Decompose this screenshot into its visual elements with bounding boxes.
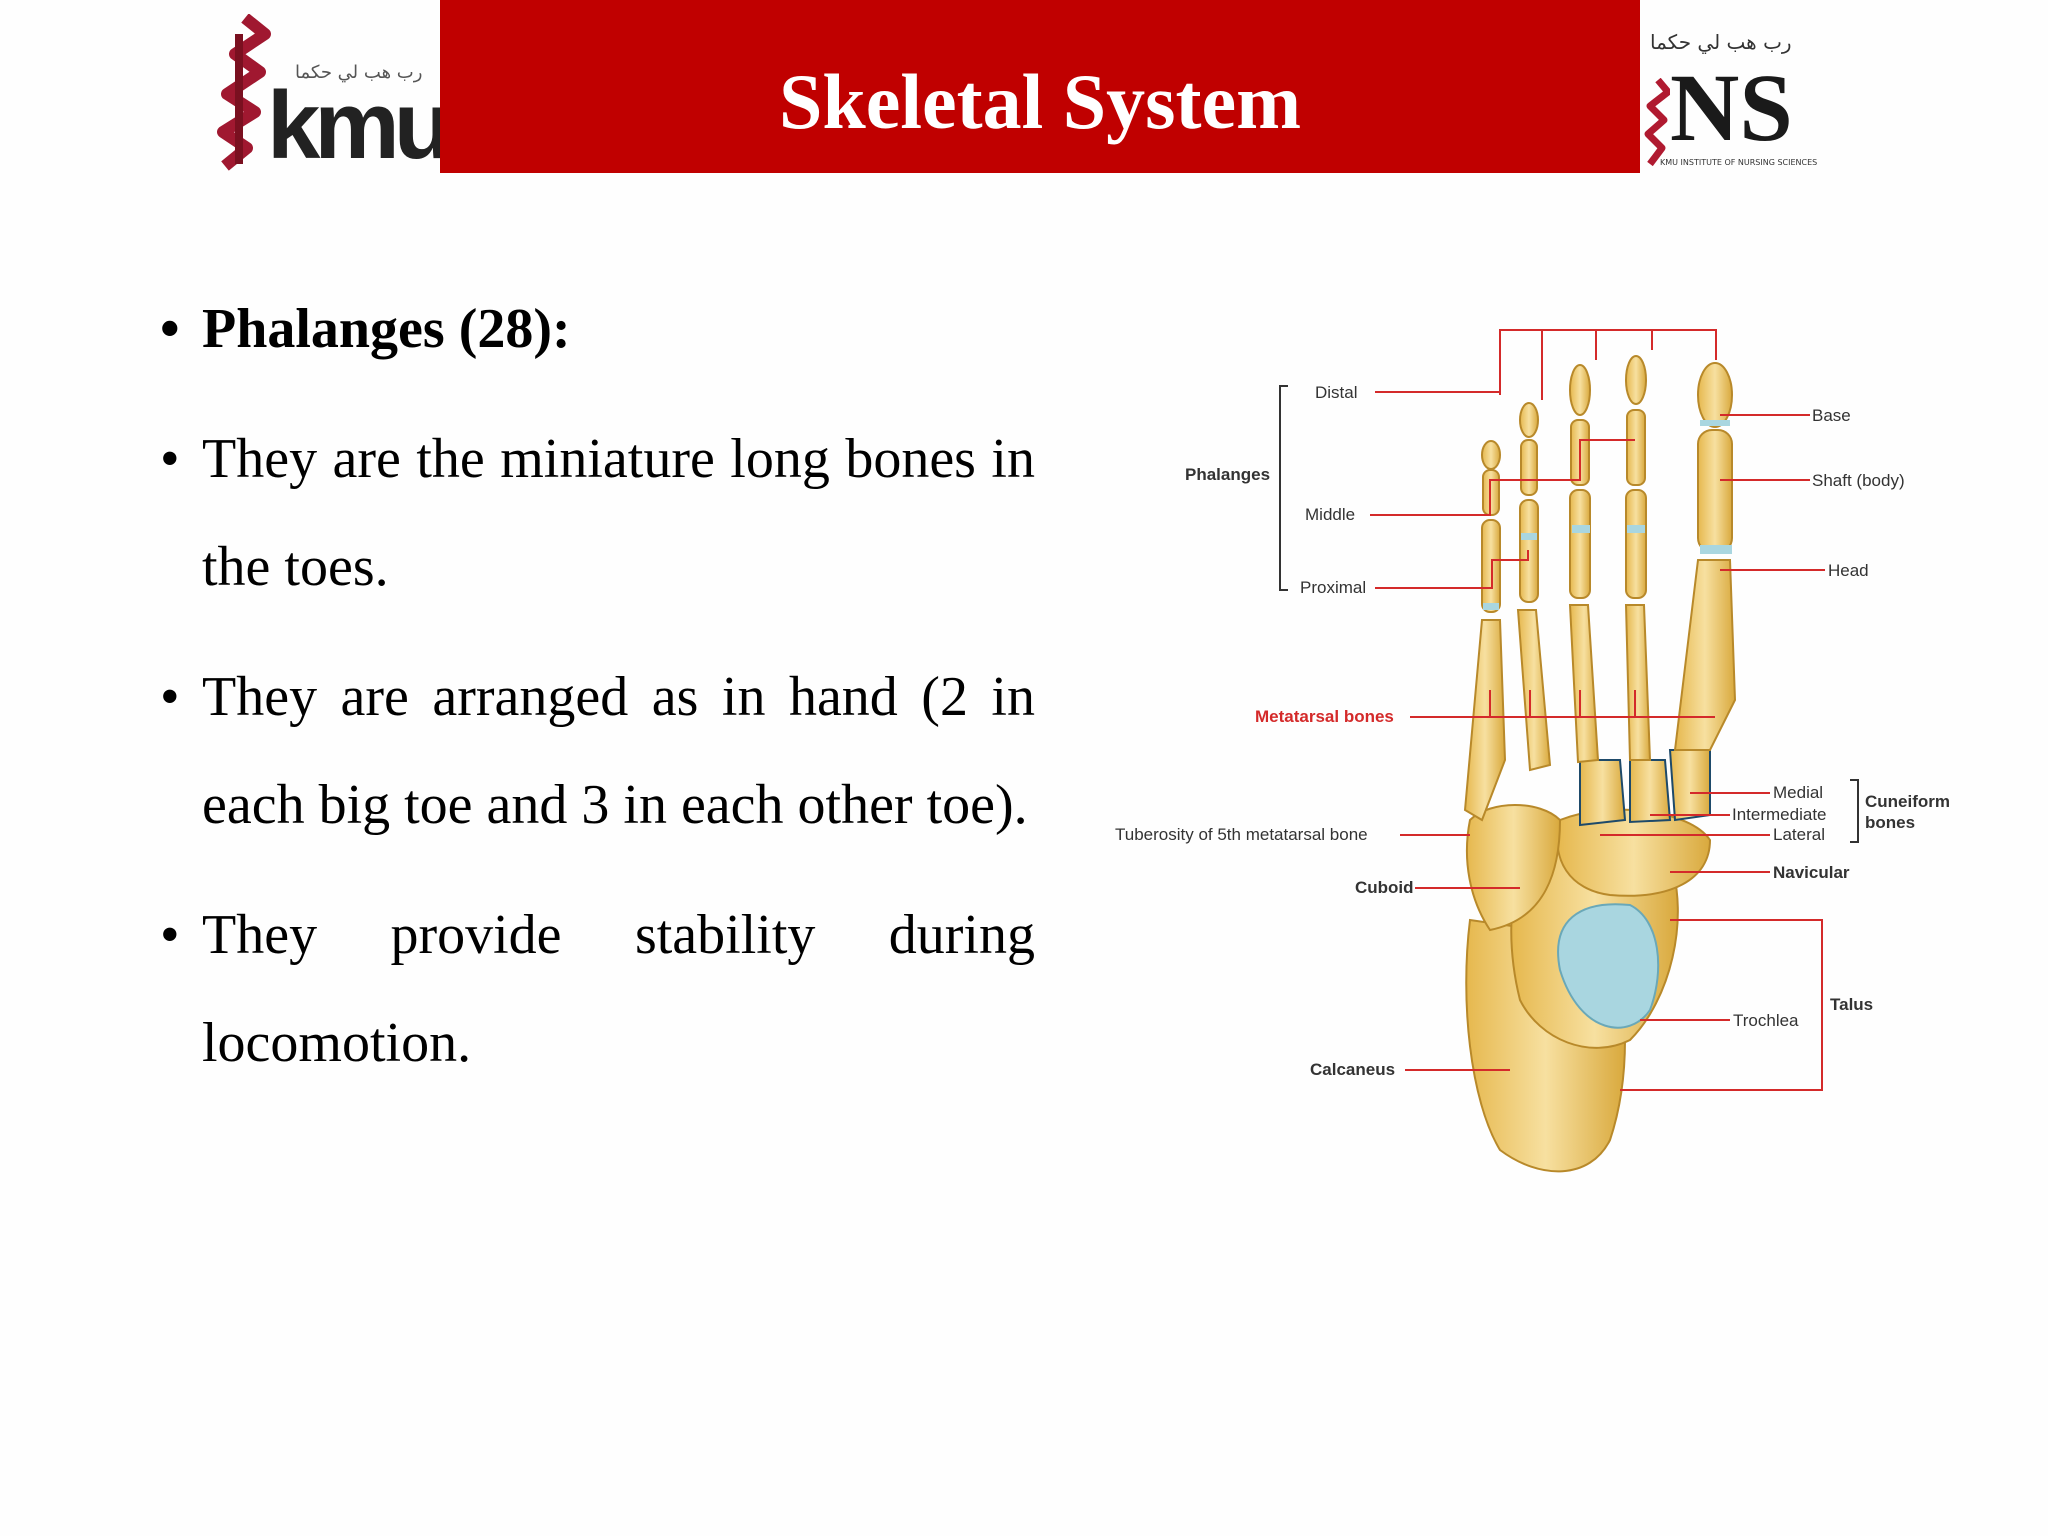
label-middle: Middle	[1305, 505, 1355, 524]
label-proximal: Proximal	[1300, 578, 1366, 597]
ns-logo-subtext: KMU INSTITUTE OF NURSING SCIENCES	[1660, 158, 1818, 167]
bullet-item: They are the miniature long bones in the…	[160, 405, 1035, 621]
ns-logo: رب هب لي حكما NS KMU INSTITUTE OF NURSIN…	[1640, 30, 1880, 170]
label-tuberosity: Tuberosity of 5th metatarsal bone	[1115, 825, 1368, 844]
label-shaft: Shaft (body)	[1812, 471, 1905, 490]
label-intermediate: Intermediate	[1732, 805, 1827, 824]
ns-logo-wordmark: NS	[1670, 54, 1793, 161]
label-distal: Distal	[1315, 383, 1358, 402]
foot-bones-diagram: Distal Phalanges Middle Proximal Metatar…	[1115, 329, 1950, 1173]
label-cuneiform: Cuneiform	[1865, 792, 1950, 811]
leader-lines	[1370, 329, 1859, 1091]
kmu-logo: رب هب لي حكما kmu	[205, 14, 452, 179]
foot-bones	[1463, 355, 1737, 1173]
label-talus: Talus	[1830, 995, 1873, 1014]
label-cuneiform-bones: bones	[1865, 813, 1915, 832]
label-base: Base	[1812, 406, 1851, 425]
bullet-item: They provide stability during locomotion…	[160, 881, 1035, 1097]
bullet-list: Phalanges (28): They are the miniature l…	[160, 275, 1035, 1097]
slide-title: Skeletal System	[778, 57, 1302, 145]
kmu-logo-wordmark: kmu	[267, 72, 452, 179]
diagram-labels: Distal Phalanges Middle Proximal Metatar…	[1115, 383, 1950, 1079]
title-bar: Skeletal System	[440, 0, 1640, 173]
label-head: Head	[1828, 561, 1869, 580]
label-medial: Medial	[1773, 783, 1823, 802]
bullet-item: They are arranged as in hand (2 in each …	[160, 643, 1035, 859]
label-lateral: Lateral	[1773, 825, 1825, 844]
label-metatarsal-bones: Metatarsal bones	[1255, 707, 1394, 726]
kmu-logo-arabic: رب هب لي حكما	[295, 62, 423, 83]
caduceus-icon	[217, 14, 271, 171]
phalanges-bracket	[1279, 385, 1288, 591]
label-calcaneus: Calcaneus	[1310, 1060, 1395, 1079]
label-cuboid: Cuboid	[1355, 878, 1414, 897]
ns-logo-arabic: رب هب لي حكما	[1650, 30, 1792, 54]
bullet-heading: Phalanges (28):	[160, 275, 1035, 383]
caduceus-icon	[1644, 78, 1670, 167]
label-navicular: Navicular	[1773, 863, 1850, 882]
label-trochlea: Trochlea	[1733, 1011, 1799, 1030]
label-phalanges: Phalanges	[1185, 465, 1270, 484]
